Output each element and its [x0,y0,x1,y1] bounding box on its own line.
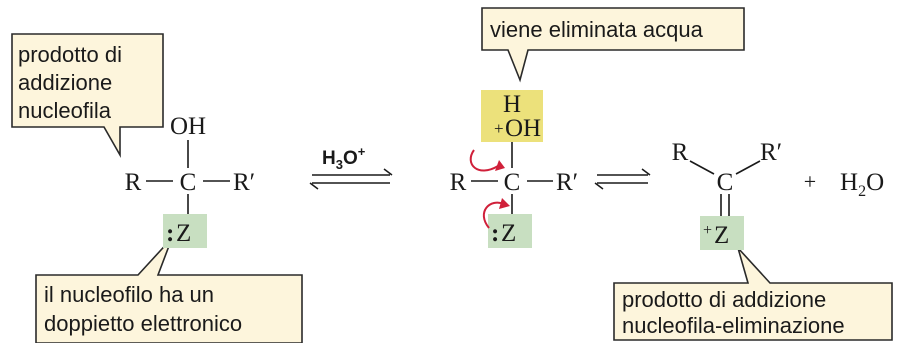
curved-arrow-upper-head [495,160,505,171]
m1-r-right: R′ [233,169,255,196]
catalyst-label: H3O+ [322,144,366,172]
forward-harpoon [312,168,393,176]
water-molecule: H2O [840,169,884,200]
callout-line-1: prodotto di [18,42,122,67]
forward-harpoon-2 [597,168,651,176]
callout-line-2: addizione [18,70,112,95]
m2-r-left: R [450,169,467,196]
molecule-2: H + OH R C R′ : Z [450,90,578,248]
reverse-harpoon [309,182,390,190]
p-charge: + [703,222,712,239]
p-carbon: C [717,169,734,196]
m1-carbon: C [180,169,197,196]
m2-hydroxyl: OH [505,115,541,142]
p-r-right: R′ [760,139,782,166]
m2-lone-pair: : [491,220,499,247]
molecule-1: OH R C R′ : Z [125,113,255,248]
m1-z: Z [176,220,191,247]
p-r-left: R [672,139,689,166]
callout-water-eliminated: viene eliminata acqua [481,7,745,83]
p-bond-left [689,160,715,175]
callout-line-3: nucleofila [18,98,112,123]
callout-nucleophilic-addition: prodotto di addizione nucleofila [11,33,164,159]
m1-nucleophile-highlight [163,214,207,248]
m2-nucleophile-highlight [488,214,532,248]
curved-arrow-lower-head [499,198,510,209]
callout-electron-pair: il nucleofilo ha un doppietto elettronic… [35,237,303,343]
m1-r-left: R [125,169,142,196]
callout-ae-line-2: nucleofila-eliminazione [622,313,845,338]
m2-carbon: C [504,169,521,196]
equilibrium-arrow-2 [594,168,651,190]
m2-charge: + [494,119,504,138]
equilibrium-arrow-1: H3O+ [309,144,393,190]
p-z: Z [714,222,729,249]
callout-electron-line-1: il nucleofilo ha un [44,282,214,307]
m1-lone-pair: : [166,220,174,247]
callout-ae-line-1: prodotto di addizione [622,287,826,312]
callout-electron-line-2: doppietto elettronico [44,311,242,336]
curved-arrow-upper [469,149,499,172]
curved-arrow-lower [482,201,505,229]
reverse-harpoon-2 [594,182,648,190]
m2-r-right: R′ [556,169,578,196]
m2-z: Z [501,220,516,247]
callout-water-text: viene eliminata acqua [490,17,704,42]
m1-hydroxyl: OH [170,113,206,140]
callout-addition-elimination: prodotto di addizione nucleofila-elimina… [613,247,893,341]
m2-water-highlight [481,90,543,142]
plus-sign: + [804,169,816,194]
p-iminium-highlight [700,216,744,250]
product: R R′ C + Z + H2O [672,139,884,250]
p-bond-right [735,160,761,175]
m2-hydrogen: H [503,91,521,118]
